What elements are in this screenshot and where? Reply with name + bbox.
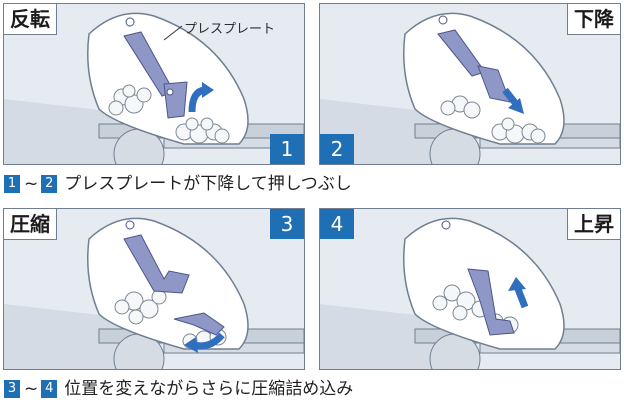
diagram-panel-lower: 下降 2 <box>319 3 621 165</box>
truck-illustration <box>4 209 304 369</box>
caption-step-to: 4 <box>41 380 58 398</box>
step-number-4: 4 <box>320 209 354 239</box>
diagram-panel-compress: 圧縮 3 <box>3 208 305 370</box>
caption-step-from: 1 <box>4 175 20 193</box>
caption-text: プレスプレートが下降して押しつぶし <box>64 174 352 194</box>
truck-illustration <box>320 4 620 164</box>
caption-tilde: ~ <box>24 379 39 399</box>
caption-text: 位置を変えながらさらに圧縮詰め込み <box>64 379 354 399</box>
panel-label-lower: 下降 <box>567 4 620 35</box>
press-plate-callout: プレスプレート <box>184 22 276 37</box>
panel-label-compress: 圧縮 <box>4 209 57 240</box>
step-number-1: 1 <box>270 134 304 164</box>
step-number-2: 2 <box>320 134 354 164</box>
diagram-panel-reverse: 反転 プレスプレート 1 <box>3 3 305 165</box>
caption-steps-1-2: 1 ~ 2 プレスプレートが下降して押しつぶし <box>4 173 352 195</box>
panel-label-raise: 上昇 <box>567 209 620 240</box>
truck-illustration <box>4 4 304 164</box>
panel-label-reverse: 反転 <box>4 4 57 35</box>
step-number-3: 3 <box>270 209 304 239</box>
caption-step-to: 2 <box>41 175 58 193</box>
caption-tilde: ~ <box>24 174 39 194</box>
caption-step-from: 3 <box>4 380 20 398</box>
caption-steps-3-4: 3 ~ 4 位置を変えながらさらに圧縮詰め込み <box>4 378 353 400</box>
diagram-panel-raise: 上昇 4 <box>319 208 621 370</box>
